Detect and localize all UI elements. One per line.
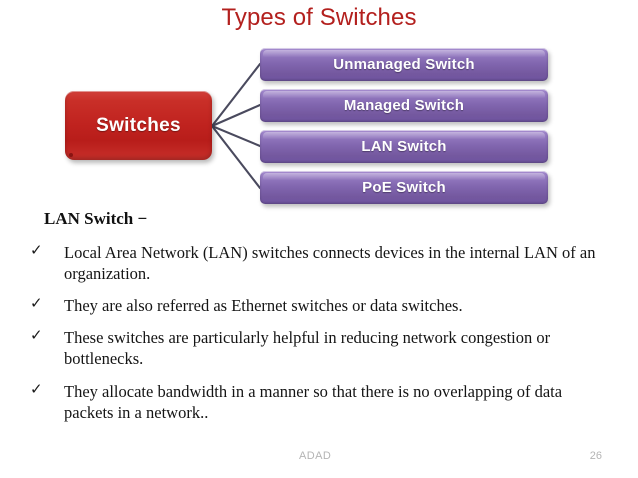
connector-line-1 (210, 62, 262, 128)
bullet-list: ✓ Local Area Network (LAN) switches conn… (28, 241, 614, 434)
check-icon: ✓ (30, 326, 43, 345)
diagram-node-unmanaged-switch[interactable]: Unmanaged Switch (260, 48, 548, 81)
bullet-item: ✓ They are also referred as Ethernet swi… (28, 294, 614, 316)
bullet-item: ✓ Local Area Network (LAN) switches conn… (28, 241, 614, 284)
diagram-node-managed-switch[interactable]: Managed Switch (260, 89, 548, 122)
connector-lines (210, 62, 262, 190)
diagram-node-managed-switch-label: Managed Switch (343, 97, 465, 114)
connector-line-3 (210, 124, 262, 148)
diagram-node-unmanaged-switch-label: Unmanaged Switch (333, 56, 475, 73)
bullet-item-text: These switches are particularly helpful … (64, 328, 551, 369)
diagram-node-switches[interactable]: Switches (65, 91, 212, 160)
bullet-item: ✓ These switches are particularly helpfu… (28, 326, 614, 369)
check-icon: ✓ (30, 379, 43, 398)
diagram-node-poe-switch-label: PoE Switch (362, 179, 446, 196)
page-title: Types of Switches (221, 4, 417, 31)
connector-line-2 (210, 103, 262, 128)
diagram-node-switches-label: Switches (96, 114, 181, 136)
switch-types-diagram: Switches Unmanaged Switch Managed Switch… (0, 38, 638, 213)
bullet-item-text: Local Area Network (LAN) switches connec… (64, 243, 596, 284)
connector-line-4 (210, 124, 262, 190)
diagram-node-lan-switch[interactable]: LAN Switch (260, 130, 548, 163)
footer-label: ADAD (299, 450, 332, 462)
slide-number: 26 (589, 450, 602, 462)
bullet-item-text: They allocate bandwidth in a manner so t… (64, 381, 563, 422)
bullet-item: ✓ They allocate bandwidth in a manner so… (28, 379, 614, 423)
section-heading: LAN Switch − (44, 209, 148, 228)
diagram-node-lan-switch-label: LAN Switch (361, 138, 447, 155)
diagram-node-poe-switch[interactable]: PoE Switch (260, 171, 548, 204)
bullet-item-text: They are also referred as Ethernet switc… (64, 296, 463, 316)
slide-footer: ADAD 26 (0, 444, 638, 478)
check-icon: ✓ (30, 241, 43, 259)
check-icon: ✓ (30, 294, 43, 313)
